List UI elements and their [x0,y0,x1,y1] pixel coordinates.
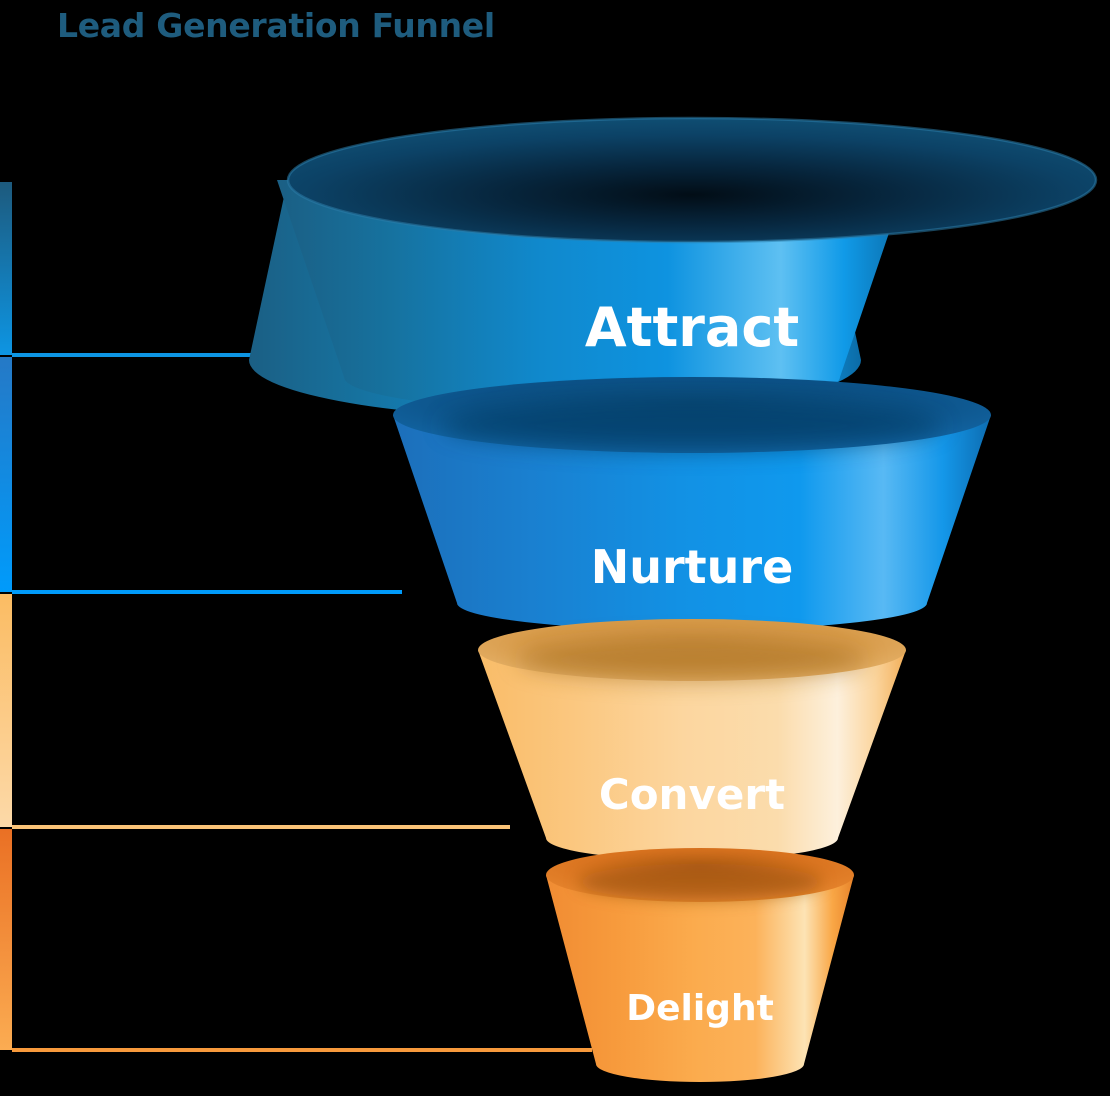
legend-segment-attract[interactable] [0,182,12,355]
attract-bowl-opening [288,118,1096,242]
legend-segment-delight[interactable] [0,829,12,1050]
convert-body [478,650,906,860]
funnel-stage-nurture[interactable] [393,377,991,630]
nurture-rim-shadow [442,400,942,452]
page-title: Lead Generation Funnel [57,6,495,45]
delight-rim-shadow [578,864,822,900]
funnel-stage-attract[interactable] [249,116,1098,418]
attract-top-rim [286,116,1098,244]
convert-rim-shadow [516,638,868,682]
legend-segment-nurture[interactable] [0,357,12,592]
connector-line-delight [12,1048,592,1052]
funnel-stage-convert[interactable] [478,619,906,860]
delight-body [546,875,854,1082]
connector-line-nurture [12,590,402,594]
connector-line-attract [12,353,356,357]
legend-segment-convert[interactable] [0,594,12,827]
funnel-stage-delight[interactable] [546,848,854,1082]
connector-line-convert [12,825,510,829]
nurture-body [393,415,991,630]
